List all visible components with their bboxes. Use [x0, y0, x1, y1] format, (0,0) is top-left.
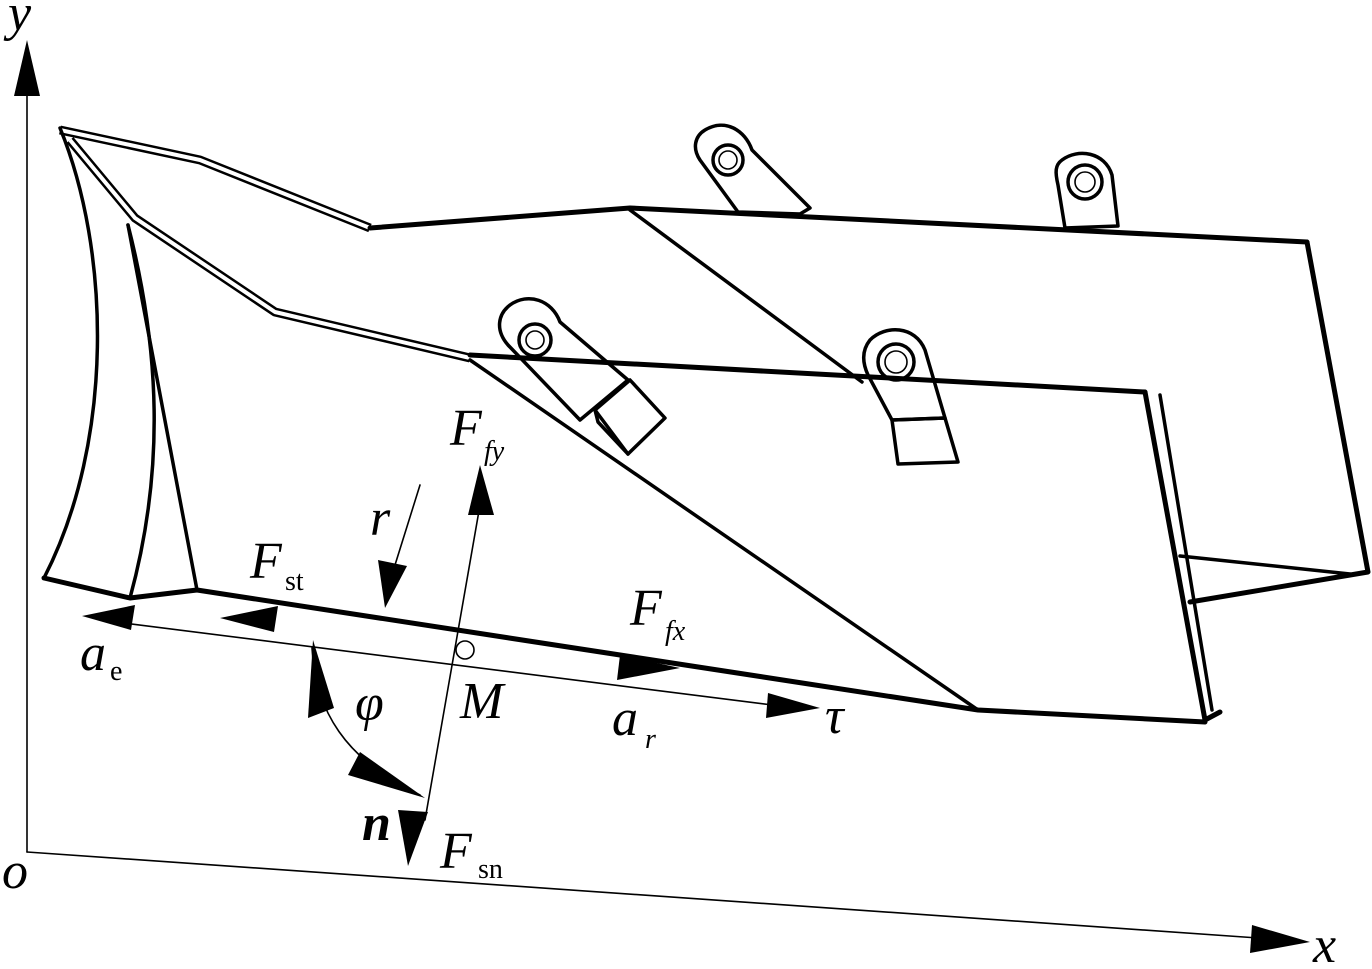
svg-text:F: F: [629, 580, 663, 637]
label-r: r: [370, 490, 391, 547]
lug-middle-left: [497, 296, 667, 456]
label-n: n: [362, 795, 391, 852]
r-arrow-line: [394, 484, 421, 566]
shovel-body: [41, 125, 1371, 725]
svg-text:e: e: [110, 656, 122, 687]
svg-text:F: F: [439, 823, 473, 880]
svg-text:fx: fx: [665, 616, 686, 647]
normal-line: [424, 504, 481, 821]
rear-top-edge: [367, 205, 1310, 245]
label-a-e: a e: [80, 625, 122, 687]
x-axis-arrowhead: [1250, 925, 1310, 953]
a-e-arrowhead: [82, 605, 135, 630]
point-m-marker: [455, 640, 475, 660]
r-arrowhead: [378, 560, 407, 608]
x-axis-line: [26, 851, 1259, 939]
side-diagonal-rear: [628, 208, 864, 384]
middle-rear-edge: [1142, 389, 1223, 723]
f-fx-arrowhead: [617, 655, 680, 680]
lug-middle-right: [862, 328, 960, 466]
svg-text:sn: sn: [478, 854, 503, 885]
svg-text:a: a: [80, 625, 106, 682]
side-diagonal-front: [468, 358, 980, 712]
blade-inner-curve: [126, 223, 156, 600]
tangent-line: [99, 619, 781, 707]
svg-text:fy: fy: [484, 436, 505, 467]
label-f-fx: F fx: [629, 580, 686, 647]
n-arrowhead: [398, 810, 428, 866]
y-axis-label: y: [3, 0, 32, 42]
svg-text:a: a: [612, 690, 638, 747]
rear-box-edge: [1187, 239, 1371, 605]
lugs: [497, 123, 1120, 466]
bottom-cutting-edge: [41, 575, 1208, 725]
blade-side-edge: [126, 223, 199, 592]
label-f-st: F st: [249, 533, 304, 597]
label-a-r: a r: [612, 690, 656, 755]
svg-text:F: F: [449, 400, 483, 457]
y-axis-arrowhead: [14, 40, 40, 96]
labels: F fy F st F fx F sn a e a r r M τ φ n: [80, 400, 846, 885]
lug-top-left: [693, 123, 812, 216]
middle-top-edge: [467, 352, 1148, 395]
svg-text:st: st: [285, 566, 304, 597]
phi-arrowhead-down: [348, 752, 425, 798]
label-tau: τ: [825, 688, 846, 745]
f-st-arrowhead: [220, 606, 278, 632]
svg-text:F: F: [249, 533, 283, 590]
label-phi: φ: [355, 675, 384, 732]
vectors: [82, 465, 820, 866]
f-fy-arrowhead: [468, 465, 494, 515]
front-inner-rim: [66, 137, 472, 363]
phi-arrowhead-up: [308, 640, 334, 718]
label-m: M: [459, 673, 506, 730]
svg-text:r: r: [645, 724, 656, 755]
origin-label: o: [2, 843, 28, 900]
blade-outer-curve: [42, 126, 100, 580]
label-f-fy: F fy: [449, 400, 505, 467]
x-axis-label: x: [1312, 917, 1336, 964]
tau-arrowhead: [766, 693, 820, 718]
lug-top-right: [1054, 151, 1120, 230]
label-f-sn: F sn: [439, 823, 503, 885]
coordinate-axes: y x o: [2, 0, 1336, 969]
